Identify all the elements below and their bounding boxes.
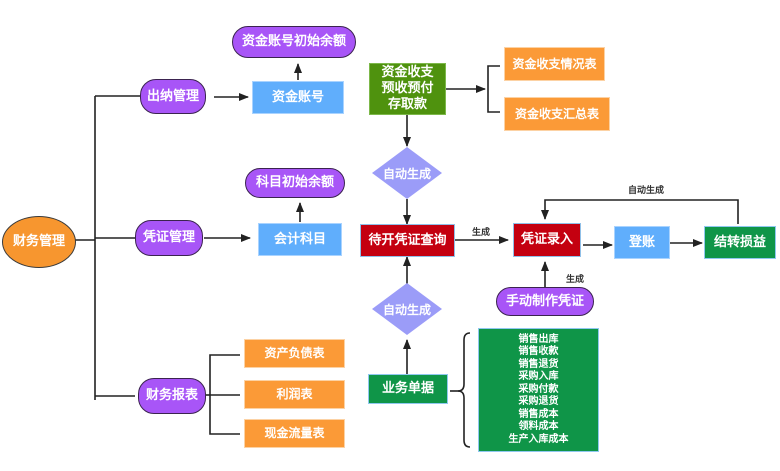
manual-voucher-creation[interactable]: 手动制作凭证 xyxy=(496,287,594,316)
auto-generate-diamond-bottom: 自动生成 xyxy=(372,283,442,335)
doc-type-item: 采购付款 xyxy=(518,383,559,395)
fund-op-item: 存取款 xyxy=(387,97,427,112)
branch-financial-reports[interactable]: 财务报表 xyxy=(138,378,206,414)
posting-ledger[interactable]: 登账 xyxy=(614,226,670,259)
doc-type-item: 采购入库 xyxy=(518,371,559,383)
fund-account-opening-balance[interactable]: 资金账号初始余额 xyxy=(232,26,356,58)
subject-opening-balance[interactable]: 科目初始余额 xyxy=(245,168,345,198)
edge-label-auto-generate: 自动生成 xyxy=(628,186,665,196)
doc-type-item: 销售出库 xyxy=(518,333,559,345)
report-balance-sheet[interactable]: 资产负债表 xyxy=(244,339,345,368)
root-node-financial-management[interactable]: 财务管理 xyxy=(2,216,76,268)
voucher-entry[interactable]: 凭证录入 xyxy=(513,223,581,257)
business-document-types: 销售出库 销售收款 销售退货 采购入库 采购付款 采购退货 销售成本 领料成本 … xyxy=(478,328,599,452)
fund-account[interactable]: 资金账号 xyxy=(252,81,344,114)
doc-type-item: 销售退货 xyxy=(518,358,559,370)
doc-type-item: 领料成本 xyxy=(518,421,559,433)
doc-type-item: 生产入库成本 xyxy=(508,433,569,445)
branch-voucher-management[interactable]: 凭证管理 xyxy=(135,220,203,256)
fund-operations[interactable]: 资金收支 预收预付 存取款 xyxy=(369,63,446,115)
branch-cashier-management[interactable]: 出纳管理 xyxy=(140,79,206,114)
auto-generate-diamond-top: 自动生成 xyxy=(372,147,442,199)
edge-label-generate: 生成 xyxy=(566,275,585,285)
report-income-statement[interactable]: 利润表 xyxy=(244,380,345,409)
edge-label-generate: 生成 xyxy=(472,228,491,238)
diamond-label: 自动生成 xyxy=(382,302,431,317)
report-cash-flow-statement[interactable]: 现金流量表 xyxy=(244,419,345,448)
diamond-label: 自动生成 xyxy=(382,166,431,181)
carry-forward-profit-loss[interactable]: 结转损益 xyxy=(704,226,776,259)
doc-type-item: 销售收款 xyxy=(518,346,559,358)
fund-op-item: 预收预付 xyxy=(381,81,434,96)
fund-income-expense-status-report[interactable]: 资金收支情况表 xyxy=(504,47,605,81)
account-subject[interactable]: 会计科目 xyxy=(258,223,342,256)
business-documents[interactable]: 业务单据 xyxy=(368,374,448,404)
fund-op-item: 资金收支 xyxy=(381,65,434,80)
fund-income-expense-summary-report[interactable]: 资金收支汇总表 xyxy=(504,97,610,131)
doc-type-item: 采购退货 xyxy=(518,396,559,408)
pending-voucher-query[interactable]: 待开凭证查询 xyxy=(360,224,455,257)
doc-type-item: 销售成本 xyxy=(518,408,559,420)
